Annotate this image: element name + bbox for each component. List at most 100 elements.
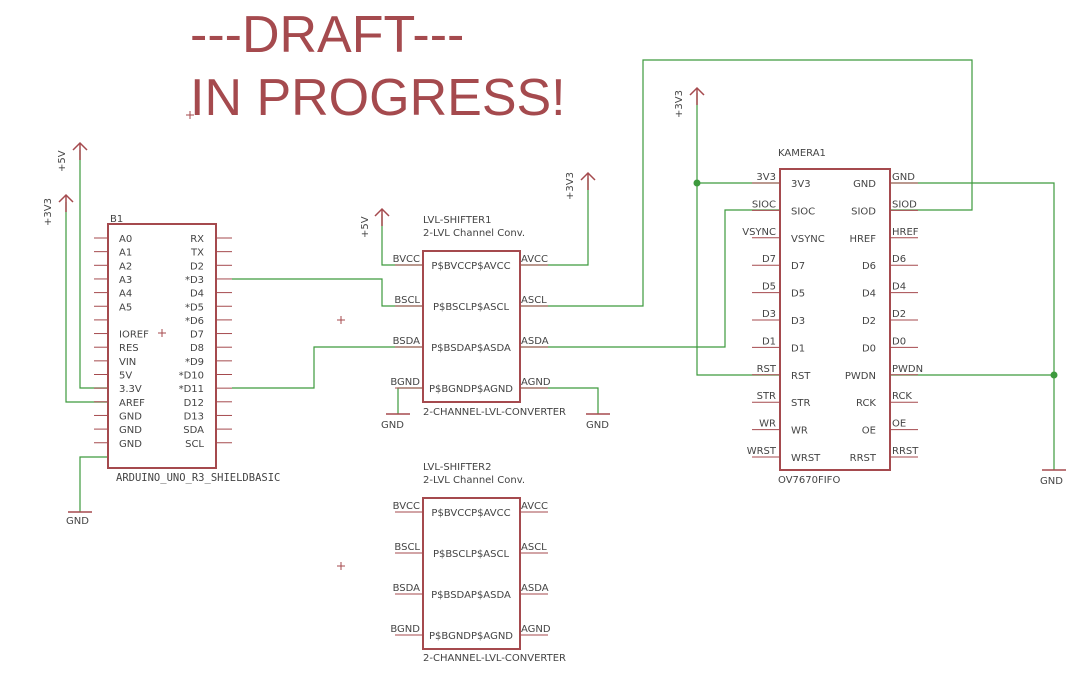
camera-inner-left: SIOC [791,206,815,217]
camera-net-right: D2 [892,309,906,320]
camera-inner-right: D0 [862,343,876,354]
arduino-pin-label: 5V [119,371,132,382]
shifter1-net-right: AGND [521,377,551,388]
camera-net-left: D1 [762,336,776,347]
ground-arduino: GND [66,511,92,527]
arduino-shield: B1 ARDUINO_UNO_R3_SHIELDBASIC A0A1A2A3A4… [94,214,280,484]
shifter1-inner-label: P$BSCLP$ASCL [433,302,510,313]
arduino-pin-label: 3.3V [119,384,142,395]
shifter2-net-right: AVCC [521,501,548,512]
svg-text:+5V: +5V [57,150,68,172]
shifter2-inner-label: P$BSDAP$ASDA [431,590,511,601]
camera-net-left: VSYNC [742,227,776,238]
camera-net-right: OE [892,419,906,430]
level-shifter-2: LVL-SHIFTER2 2-LVL Channel Conv. 2-CHANN… [390,462,566,664]
camera-net-right: RCK [892,391,912,402]
camera-inner-left: 3V3 [791,179,811,190]
shifter1-inner-label: P$BVCCP$AVCC [431,261,510,272]
shifter2-net-left: BSCL [394,542,420,553]
camera-value: OV7670FIFO [778,475,840,486]
camera-inner-right: D4 [862,289,876,300]
arduino-name: B1 [110,214,123,225]
svg-text:GND: GND [586,420,609,431]
supply-3v3-arduino: +3V3 [43,193,74,226]
camera-inner-left: VSYNC [791,234,825,245]
camera-inner-left: D5 [791,289,805,300]
camera-inner-right: HREF [849,234,876,245]
shifter1-value: 2-CHANNEL-LVL-CONVERTER [423,407,566,418]
camera-inner-left: D7 [791,261,805,272]
arduino-pin-label: A1 [119,248,132,259]
camera-name: KAMERA1 [778,148,826,159]
arduino-pin-label: A0 [119,234,132,245]
shifter2-net-right: ASDA [521,583,549,594]
camera-net-left: STR [757,391,776,402]
shifter2-net-left: BGND [390,624,420,635]
camera-net-left: SIOC [752,199,776,210]
shifter1-inner-label: P$BGNDP$AGND [429,384,513,395]
svg-text:GND: GND [1040,476,1063,487]
shifter1-name: LVL-SHIFTER1 [423,215,491,226]
shifter2-inner-label: P$BSCLP$ASCL [433,549,510,560]
camera-net-right: D6 [892,254,906,265]
svg-text:+5V: +5V [360,216,371,238]
arduino-pin-label: IOREF [119,330,149,341]
camera-net-right: RRST [892,446,919,457]
svg-text:+3V3: +3V3 [674,90,685,118]
svg-text:GND: GND [381,420,404,431]
camera-inner-right: D6 [862,261,876,272]
arduino-pin-label: RX [190,234,204,245]
arduino-pin-label: *D6 [185,316,204,327]
camera-net-left: RST [757,364,777,375]
camera-inner-right: RRST [850,453,877,464]
shifter1-net-right: ASDA [521,336,549,347]
draft-subtitle: IN PROGRESS! [190,69,566,127]
camera-inner-left: RST [791,371,811,382]
origin-marks [158,111,345,570]
arduino-value: ARDUINO_UNO_R3_SHIELDBASIC [116,472,280,484]
arduino-pin-label: RES [119,343,139,354]
arduino-pin-label: VIN [119,357,136,368]
ground-shifter-a: GND [586,413,610,431]
arduino-pin-label: D8 [190,343,204,354]
arduino-pin-label: D4 [190,289,204,300]
shifter2-value: 2-CHANNEL-LVL-CONVERTER [423,653,566,664]
arduino-pin-label: D7 [190,330,204,341]
shifter2-net-right: ASCL [521,542,547,553]
camera-inner-right: OE [862,426,876,437]
supply-5v-arduino: +5V [57,141,88,172]
camera-inner-left: WR [791,426,808,437]
shifter1-inner-label: P$BSDAP$ASDA [431,343,511,354]
arduino-pin-label: A2 [119,261,132,272]
camera-inner-right: D2 [862,316,876,327]
camera-net-right: D0 [892,336,906,347]
arduino-pin-label: *D5 [185,302,204,313]
camera-inner-right: SIOD [851,206,876,217]
supply-3v3-shifter: +3V3 [565,171,596,200]
arduino-pin-label: TX [190,248,204,259]
arduino-pin-label: *D11 [179,384,204,395]
ground-shifter-b: GND [381,413,410,431]
shifter1-net-left: BSDA [393,336,421,347]
camera-inner-left: WRST [791,453,821,464]
camera-net-right: HREF [892,227,919,238]
camera-net-left: D3 [762,309,776,320]
camera-net-right: D4 [892,282,906,293]
svg-text:+3V3: +3V3 [43,198,54,226]
supply-5v-shifter: +5V [360,207,390,238]
arduino-pin-label: SDA [183,425,204,436]
arduino-pin-label: D12 [184,398,204,409]
supply-3v3-camera: +3V3 [674,86,705,118]
shifter2-inner-label: P$BGNDP$AGND [429,631,513,642]
shifter1-desc: 2-LVL Channel Conv. [423,228,525,239]
arduino-pin-label: A5 [119,302,132,313]
svg-text:+3V3: +3V3 [565,172,576,200]
arduino-pin-label: SCL [185,439,204,450]
arduino-pin-label: D2 [190,261,204,272]
arduino-right-pins: RXTXD2*D3D4*D5*D6D7D8*D9*D10*D11D12D13SD… [179,234,232,450]
camera-net-right: SIOD [892,199,917,210]
arduino-pin-label: D13 [184,411,204,422]
arduino-pin-label: A4 [119,289,132,300]
